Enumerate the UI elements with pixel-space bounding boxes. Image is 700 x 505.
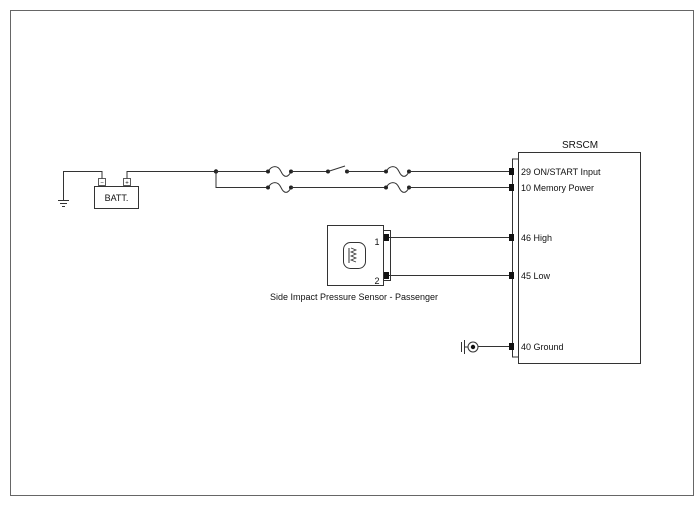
pressure-sensor-icon xyxy=(343,242,366,269)
chassis-ground-icon xyxy=(58,200,69,207)
sensor-pin2-terminal xyxy=(384,272,389,279)
pin10-wire-a xyxy=(215,171,268,188)
ignition-switch-icon xyxy=(326,165,349,174)
pin-45-terminal xyxy=(509,272,514,279)
fuse-icon xyxy=(385,182,410,193)
pin-label-40: 40 Ground xyxy=(521,342,564,352)
pin-label-46: 46 High xyxy=(521,233,552,243)
sensor-caption: Side Impact Pressure Sensor - Passenger xyxy=(270,292,438,302)
fuse-terminal xyxy=(266,169,270,174)
battery-positive-symbol: + xyxy=(125,181,129,187)
battery-label: BATT. xyxy=(105,193,129,203)
pin-10-terminal xyxy=(509,184,514,191)
fuse-terminal xyxy=(384,169,388,174)
diagram-frame xyxy=(10,10,694,496)
pin-label-29: 29 ON/START Input xyxy=(521,167,601,177)
pin-29-terminal xyxy=(509,168,514,175)
fuse-icon xyxy=(267,182,292,193)
pin-label-45: 45 Low xyxy=(521,271,551,281)
battery-positive-wire xyxy=(126,171,216,179)
fuse-icon xyxy=(267,166,292,177)
pin-40-terminal xyxy=(509,343,514,350)
srscm-module xyxy=(518,152,641,364)
sensor-pin2-label: 2 xyxy=(374,276,379,286)
fuse-icon xyxy=(385,166,410,177)
sensor-pin1-terminal xyxy=(384,234,389,241)
pin-label-10: 10 Memory Power xyxy=(521,183,594,193)
battery-ground-wire xyxy=(63,171,103,200)
sensor-pin1-label: 1 xyxy=(374,237,379,247)
srscm-connector xyxy=(512,158,519,358)
pressure-sensor-connector xyxy=(383,230,391,281)
battery-box xyxy=(94,186,139,209)
pin-46-terminal xyxy=(509,234,514,241)
battery-negative-symbol: − xyxy=(100,181,104,187)
srscm-title: SRSCM xyxy=(562,140,598,151)
fuse-terminal xyxy=(384,185,388,190)
fuse-terminal xyxy=(266,185,270,190)
ground-connection-icon xyxy=(461,340,479,354)
